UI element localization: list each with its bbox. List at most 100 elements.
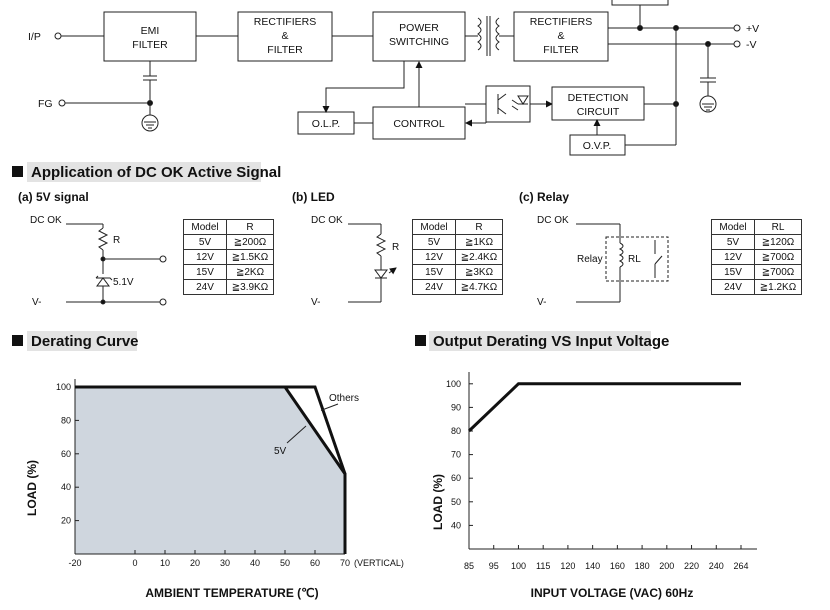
- table-row: 24V≧4.7KΩ: [412, 279, 503, 295]
- out-pos-label: +V: [746, 23, 759, 35]
- ovp-label: O.V.P.: [583, 140, 612, 152]
- table-row: 5V≧200Ω: [183, 234, 274, 250]
- led-vneg-label: V-: [311, 297, 320, 308]
- y-tick-label: 50: [451, 497, 461, 507]
- relay-label: Relay: [577, 254, 603, 265]
- five-v-label: 5V: [274, 446, 287, 457]
- table-cell: ≧2.4KΩ: [455, 249, 503, 265]
- rect1-label-3: FILTER: [267, 44, 303, 56]
- x-tick-label: 180: [635, 561, 650, 571]
- block-diagram-labels: I/P FG EMI FILTER RECTIFIERS & FILTER PO…: [28, 16, 759, 152]
- transformer-secondary: [495, 17, 500, 51]
- derating-xlabel: AMBIENT TEMPERATURE (℃): [145, 586, 318, 600]
- table-header-cell: Model: [412, 219, 456, 235]
- table-cell: ≧1.5KΩ: [226, 249, 274, 265]
- fg-label: FG: [38, 98, 53, 110]
- table-cell: 12V: [183, 249, 227, 265]
- power-label-2: SWITCHING: [389, 36, 449, 48]
- table-cell: ≧200Ω: [226, 234, 274, 250]
- table-cell: 24V: [412, 279, 456, 295]
- signal-circuit: [66, 223, 167, 306]
- transformer-primary: [477, 17, 482, 51]
- table-header-cell: Model: [711, 219, 755, 235]
- rectifiers-box-2: [513, 11, 609, 62]
- derating-header: Derating Curve: [12, 331, 139, 351]
- x-tick-label: 40: [250, 558, 260, 568]
- y-tick-label: 60: [451, 473, 461, 483]
- y-tick-label: 40: [451, 520, 461, 530]
- x-tick-label: 220: [684, 561, 699, 571]
- table-row: 12V≧700Ω: [711, 249, 802, 265]
- y-tick-label: 100: [56, 382, 71, 392]
- y-tick-label: 20: [61, 516, 71, 526]
- section-bullet-icon: [12, 166, 23, 177]
- x-tick-label: 240: [709, 561, 724, 571]
- table-cell: 24V: [711, 279, 755, 295]
- x-suffix-label: (VERTICAL): [354, 558, 404, 568]
- output-derating-header: Output Derating VS Input Voltage: [415, 331, 669, 351]
- x-tick-label: 85: [464, 561, 474, 571]
- relay-title: (c) Relay: [519, 190, 569, 204]
- dcok-title: Application of DC OK Active Signal: [31, 164, 281, 181]
- table-cell: ≧1.2KΩ: [754, 279, 802, 295]
- x-tick-label: 50: [280, 558, 290, 568]
- table-cell: 12V: [711, 249, 755, 265]
- y-tick-label: 80: [451, 426, 461, 436]
- olp-label: O.L.P.: [312, 118, 340, 130]
- detection-label-2: CIRCUIT: [577, 106, 620, 118]
- power-label-1: POWER: [399, 22, 439, 34]
- rect1-label-1: RECTIFIERS: [254, 16, 316, 28]
- table-cell: 5V: [711, 234, 755, 250]
- table-cell: ≧3.9KΩ: [226, 279, 274, 295]
- derating-area: [75, 387, 345, 554]
- x-tick-label: 10: [160, 558, 170, 568]
- x-tick-label: 200: [659, 561, 674, 571]
- table-row: 24V≧3.9KΩ: [183, 279, 274, 295]
- x-tick-label: 115: [536, 561, 550, 571]
- x-tick-label: 140: [585, 561, 600, 571]
- emi-label-1: EMI: [141, 25, 160, 37]
- table-cell: ≧1KΩ: [455, 234, 503, 250]
- x-tick-label: 20: [190, 558, 200, 568]
- x-tick-label: 70: [340, 558, 350, 568]
- rect2-label-3: FILTER: [543, 44, 579, 56]
- emi-label-2: FILTER: [132, 39, 168, 51]
- table-header-cell: R: [455, 219, 503, 235]
- table-row: 15V≧2KΩ: [183, 264, 274, 280]
- vin-ylabel: LOAD (%): [431, 474, 445, 530]
- y-tick-label: 100: [446, 379, 461, 389]
- y-tick-label: 80: [61, 415, 71, 425]
- rect2-label-1: RECTIFIERS: [530, 16, 592, 28]
- rect2-label-2: &: [557, 30, 564, 42]
- led-circuit: [348, 223, 397, 303]
- load-curve: [467, 382, 741, 433]
- y-tick-label: 70: [451, 450, 461, 460]
- signal-r-label: R: [113, 235, 120, 246]
- dcok-section-header: Application of DC OK Active Signal: [12, 162, 281, 182]
- five-v-leader: [286, 425, 307, 444]
- signal-title: (a) 5V signal: [18, 190, 89, 204]
- table-cell: ≧4.7KΩ: [455, 279, 503, 295]
- section-bullet-icon: [415, 335, 426, 346]
- vin-xlabel: INPUT VOLTAGE (VAC) 60Hz: [531, 586, 694, 600]
- table-cell: 15V: [711, 264, 755, 280]
- table-row: 15V≧3KΩ: [412, 264, 503, 280]
- table-cell: 12V: [412, 249, 456, 265]
- table-row: 5V≧120Ω: [711, 234, 802, 250]
- detection-circuit-box: [551, 86, 645, 121]
- out-neg-label: -V: [746, 39, 757, 51]
- led-title: (b) LED: [292, 190, 335, 204]
- signal-dcok-label: DC OK: [30, 215, 62, 226]
- rect1-label-2: &: [281, 30, 288, 42]
- others-leader: [320, 403, 339, 411]
- table-cell: 15V: [183, 264, 227, 280]
- others-label: Others: [329, 393, 359, 404]
- five-v-curve: [75, 385, 347, 554]
- signal-vneg-label: V-: [32, 297, 41, 308]
